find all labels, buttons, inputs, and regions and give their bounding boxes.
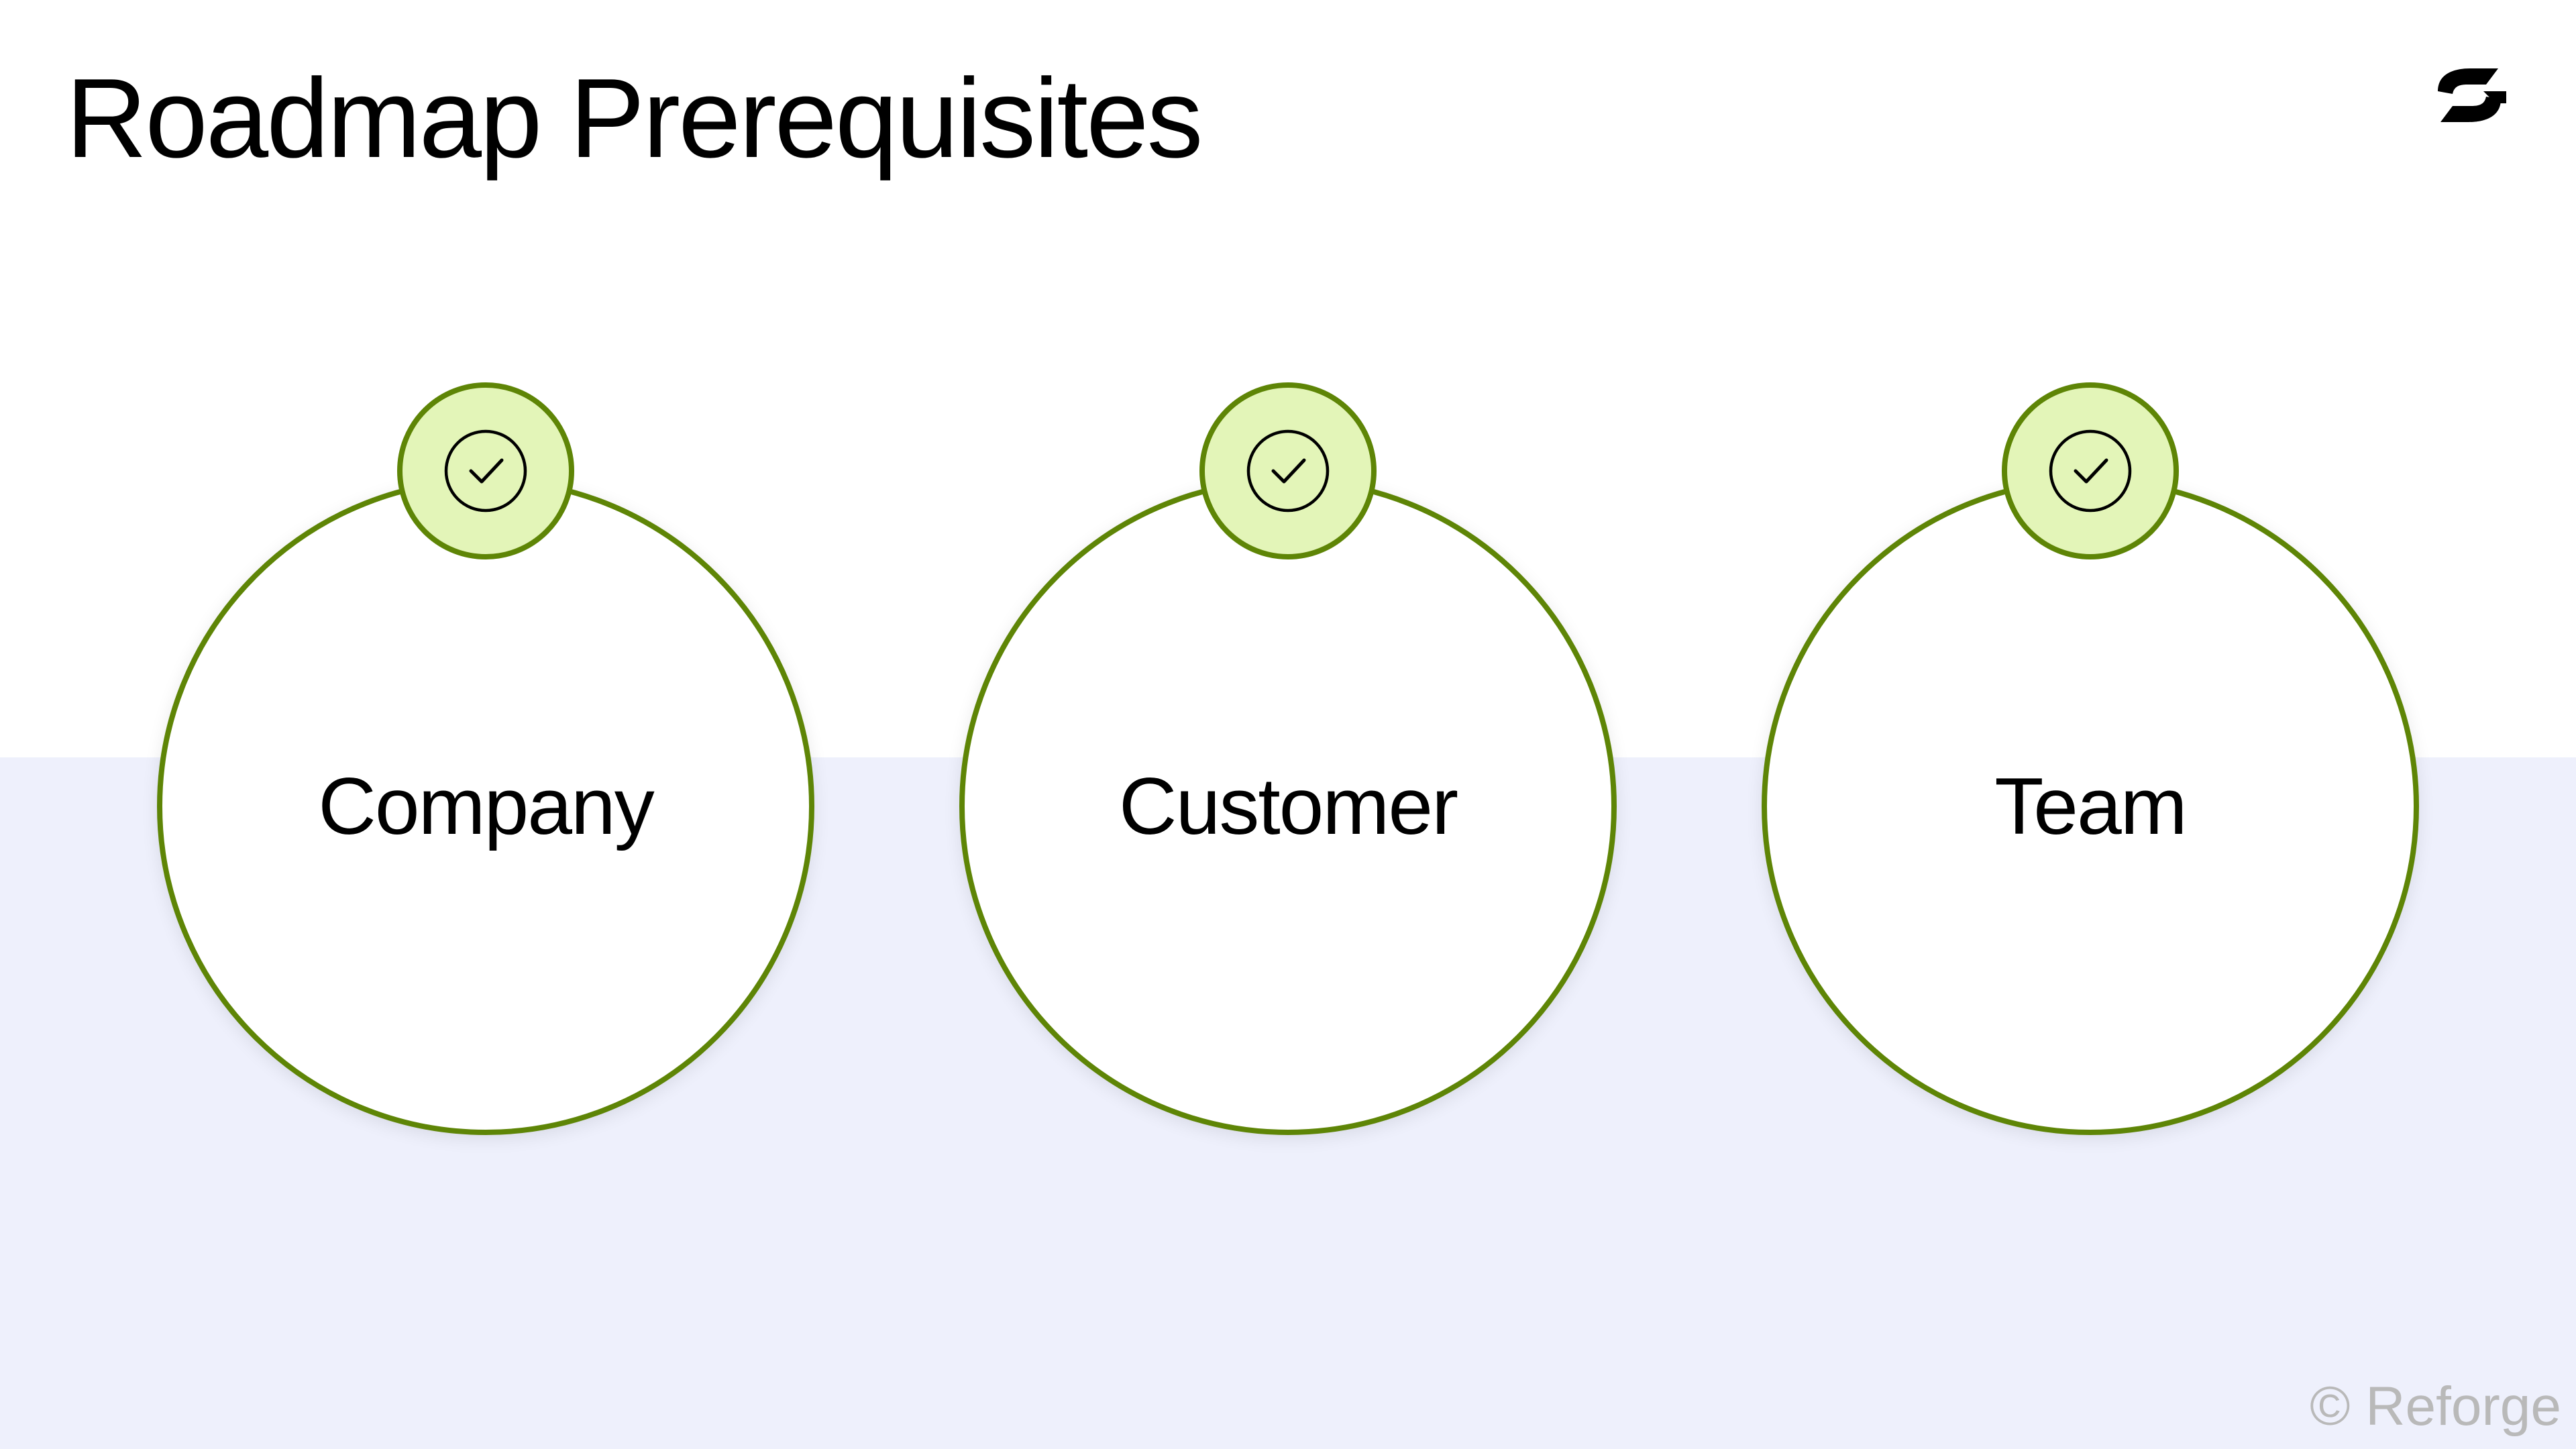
slide-title: Roadmap Prerequisites (66, 55, 1203, 181)
prerequisite-circle-customer: Customer (959, 478, 1617, 1135)
check-circle-icon (397, 382, 574, 559)
prerequisite-label: Company (318, 761, 655, 851)
prerequisite-circle-team: Team (1762, 478, 2419, 1135)
check-circle-icon (1199, 382, 1377, 559)
copyright-notice: © Reforge (2310, 1375, 2561, 1437)
check-circle-icon (2002, 382, 2179, 559)
prerequisite-label: Team (1994, 761, 2187, 851)
prerequisite-circle-company: Company (157, 478, 814, 1135)
reforge-logo-icon (2438, 68, 2506, 122)
prerequisite-label: Customer (1118, 761, 1458, 851)
